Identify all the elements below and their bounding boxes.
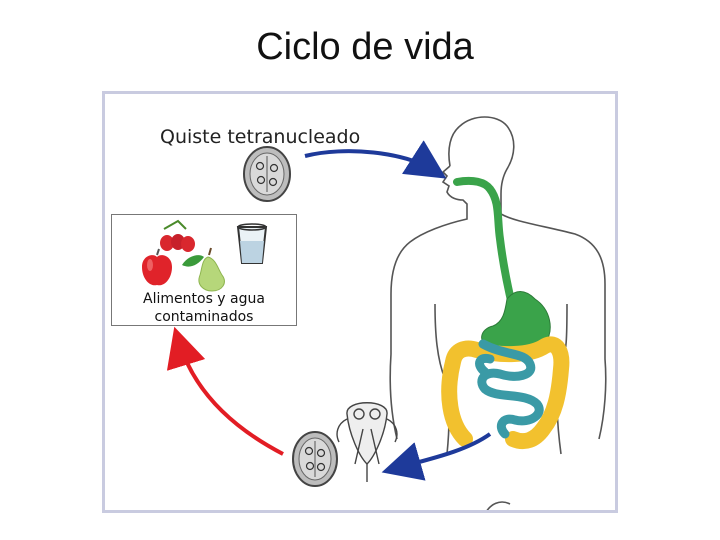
apple-icon: [142, 249, 172, 285]
human-body-outline: [390, 117, 606, 513]
trophozoite-icon: [337, 403, 397, 482]
water-glass-icon: [238, 224, 266, 263]
food-label-line2: contaminados: [112, 308, 296, 326]
small-intestine: [480, 344, 540, 434]
cyst-bottom-icon: [293, 432, 337, 486]
arrow-intestine-to-trophozoite: [397, 434, 490, 468]
cyst-top-icon: [244, 147, 290, 201]
contaminated-food-box: Alimentos y agua contaminados: [111, 214, 297, 326]
arrow-cyst-to-mouth: [305, 151, 433, 170]
food-label-line1: Alimentos y agua: [112, 290, 296, 308]
cyst-label: Quiste tetranucleado: [160, 126, 360, 148]
leaf-icon: [182, 255, 204, 267]
food-label: Alimentos y agua contaminados: [112, 290, 296, 326]
pear-icon: [199, 248, 224, 291]
strawberry-icon: [160, 221, 195, 252]
life-cycle-diagram: Quiste tetranucleado: [102, 91, 618, 513]
slide-title: Ciclo de vida: [0, 26, 720, 69]
esophagus-stomach: [457, 181, 550, 354]
arrow-cyst-to-food: [179, 342, 283, 454]
